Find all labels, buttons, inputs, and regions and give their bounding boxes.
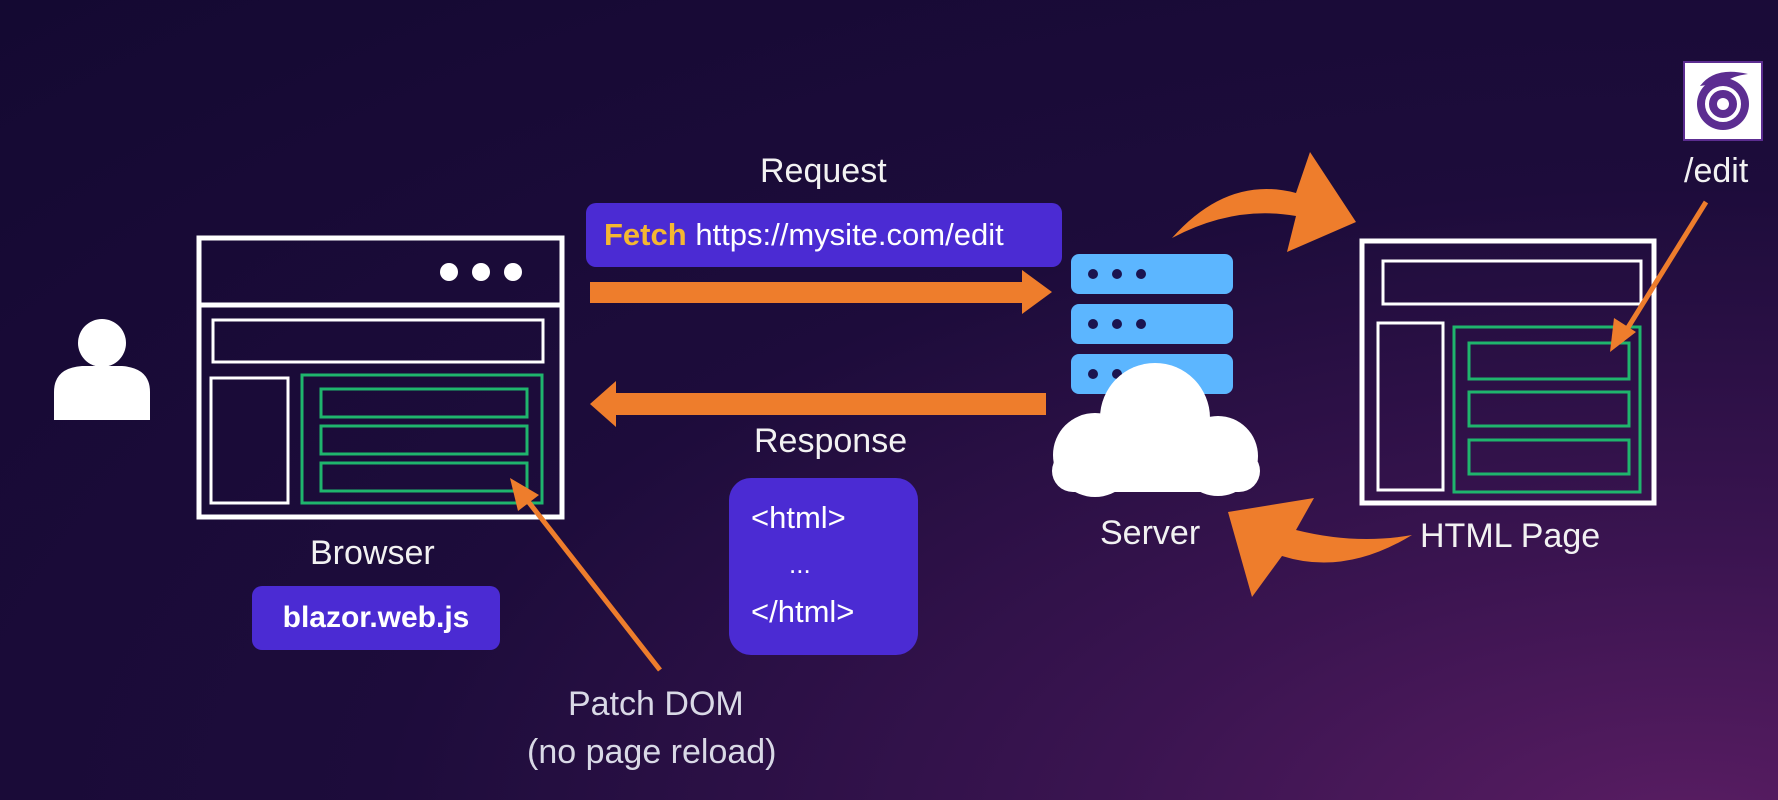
- fetch-verb: Fetch: [604, 217, 687, 252]
- response-arrow: [590, 381, 1046, 427]
- response-line-open: <html>: [751, 500, 846, 535]
- html-page-illustration: [1359, 238, 1657, 506]
- patch-dom-label: Patch DOM: [568, 685, 744, 723]
- html-page-label: HTML Page: [1420, 517, 1601, 555]
- browser-window-illustration: [196, 235, 565, 520]
- edit-route-arrow: [1610, 200, 1709, 352]
- response-line-close: </html>: [751, 594, 855, 629]
- fetch-request-pill: Fetch https://mysite.com/edit: [586, 203, 1062, 267]
- blazor-logo-icon: [1683, 61, 1763, 141]
- server-label: Server: [1100, 514, 1201, 552]
- response-line-ellipsis: ...: [789, 549, 811, 579]
- request-title: Request: [760, 152, 887, 190]
- user-icon: [54, 319, 150, 420]
- response-html-pill: <html> ... </html>: [729, 478, 918, 655]
- blazor-script-pill: blazor.web.js: [252, 586, 500, 650]
- request-arrow: [590, 270, 1052, 314]
- curved-arrow-to-server: [1228, 498, 1412, 597]
- curved-arrow-to-page: [1172, 152, 1356, 252]
- browser-label: Browser: [310, 534, 435, 572]
- edit-route-label: /edit: [1684, 152, 1749, 190]
- server-icon: [1071, 254, 1233, 394]
- fetch-url: https://mysite.com/edit: [695, 217, 1004, 252]
- no-reload-label: (no page reload): [527, 733, 777, 771]
- response-title: Response: [754, 422, 908, 460]
- cloud-icon: [1052, 363, 1260, 497]
- patch-dom-arrow: [510, 478, 662, 672]
